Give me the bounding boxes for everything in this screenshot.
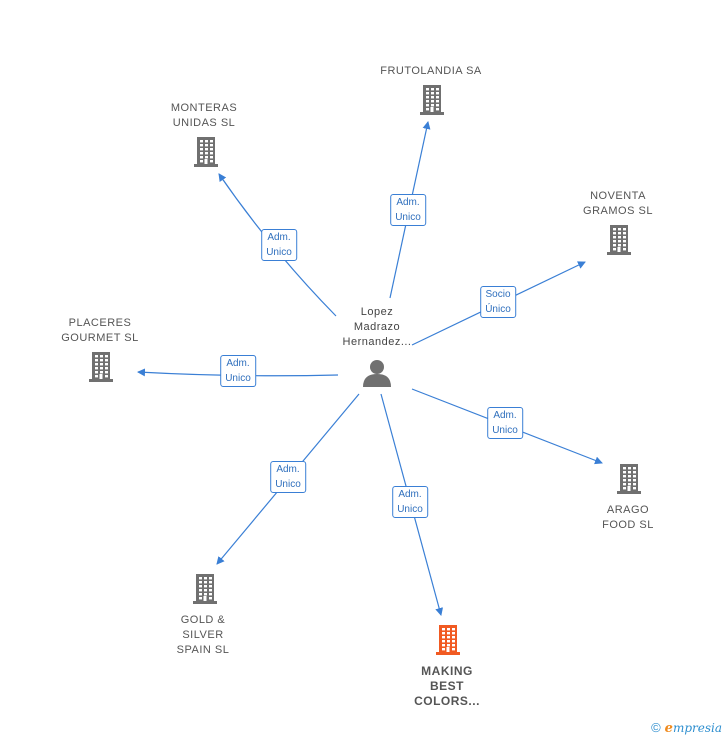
building-icon-making xyxy=(436,625,460,655)
building-icon-frutolandia xyxy=(420,85,444,115)
edge-label-placeres[interactable]: Adm. Unico xyxy=(220,355,256,387)
node-label-making: MAKING BEST COLORS... xyxy=(414,664,480,708)
node-label-monteras: MONTERAS UNIDAS SL xyxy=(170,102,238,129)
edge-label-frutolandia[interactable]: Adm. Unico xyxy=(390,194,426,226)
brand-name: mpresia xyxy=(672,721,722,735)
brand-logo-e: e xyxy=(664,721,673,736)
copyright-symbol: © xyxy=(651,720,661,735)
person-icon xyxy=(363,360,391,387)
edge-label-noventa[interactable]: Socio Único xyxy=(480,286,516,318)
node-label-frutolandia: FRUTOLANDIA SA xyxy=(380,65,482,77)
edge-label-gold[interactable]: Adm. Unico xyxy=(270,461,306,493)
node-label-noventa: NOVENTA GRAMOS SL xyxy=(583,190,653,217)
edge-label-making[interactable]: Adm. Unico xyxy=(392,486,428,518)
node-label-arago: ARAGO FOOD SL xyxy=(602,504,654,531)
edge-label-arago[interactable]: Adm. Unico xyxy=(487,407,523,439)
building-icon-gold xyxy=(193,574,217,604)
node-label-placeres: PLACERES GOURMET SL xyxy=(61,317,139,344)
footer-brand: ©empresia xyxy=(651,720,722,736)
edge-label-monteras[interactable]: Adm. Unico xyxy=(261,229,297,261)
building-icon-noventa xyxy=(607,225,631,255)
building-icon-monteras xyxy=(194,137,218,167)
node-label-gold: GOLD & SILVER SPAIN SL xyxy=(176,614,230,656)
building-icon-placeres xyxy=(89,352,113,382)
building-icon-arago xyxy=(617,464,641,494)
center-person-label: Lopez Madrazo Hernandez... xyxy=(342,306,412,348)
